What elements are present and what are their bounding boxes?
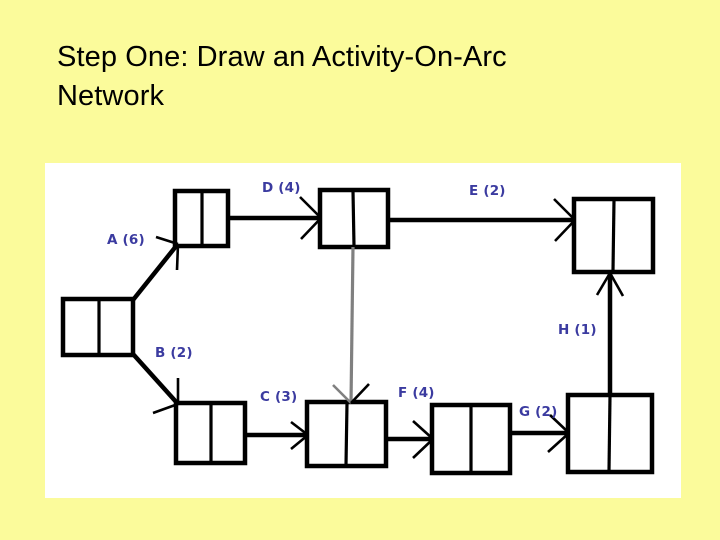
arc-dummy[interactable] (332, 246, 370, 404)
page-title: Step One: Draw an Activity-On-Arc Networ… (57, 41, 507, 113)
arc-b[interactable] (131, 352, 180, 415)
arc-g[interactable] (510, 414, 570, 453)
node-f-end[interactable] (429, 402, 513, 476)
arc-label-b: B (2) (155, 345, 193, 361)
arc-label-f: F (4) (398, 385, 435, 401)
arc-label-a: A (6) (107, 232, 145, 248)
arc-label-d: D (4) (262, 180, 301, 196)
network-diagram (60, 187, 656, 476)
arc-label-c: C (3) (260, 389, 298, 405)
node-finish[interactable] (571, 196, 656, 275)
node-d-end[interactable] (317, 187, 391, 250)
arc-label-e: E (2) (469, 183, 506, 199)
diagram-card: A (6) B (2) D (4) E (2) C (3) F (4) G (2… (45, 163, 681, 498)
arc-label-h: H (1) (558, 322, 597, 338)
arc-h[interactable] (595, 272, 625, 395)
node-g-end[interactable] (565, 392, 655, 475)
arc-d[interactable] (228, 196, 322, 240)
node-a-end[interactable] (172, 188, 231, 249)
arc-a[interactable] (131, 235, 180, 302)
arc-c[interactable] (245, 420, 309, 451)
arc-label-g: G (2) (519, 404, 558, 420)
arc-f[interactable] (386, 420, 434, 459)
node-b-end[interactable] (173, 400, 248, 466)
node-c-end[interactable] (304, 399, 389, 469)
node-start[interactable] (60, 296, 136, 358)
arc-e[interactable] (388, 198, 576, 242)
